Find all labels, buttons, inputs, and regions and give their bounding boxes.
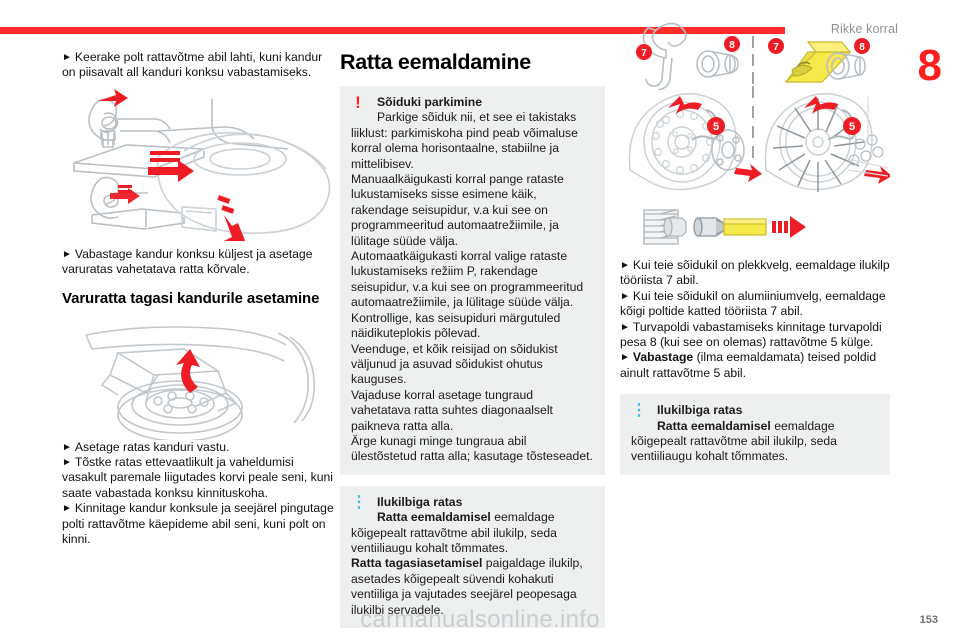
running-title: Rikke korral	[830, 22, 898, 36]
info-line-1-bold: Ratta eemaldamisel	[377, 510, 491, 525]
svg-text:5: 5	[713, 121, 719, 133]
badge-7-right	[768, 38, 784, 54]
bullet-arrow-icon: ►	[62, 457, 72, 469]
bullet-arrow-icon: ►	[62, 503, 72, 515]
middle-column: Ratta eemaldamine ! Sõiduki parkimine Pa…	[340, 50, 605, 628]
warning-title: Sõiduki parkimine	[377, 95, 482, 109]
info-title: Ilukilbiga ratas	[377, 494, 463, 509]
info-line-1-rest: eemaldage	[770, 418, 835, 433]
info-callout-right: ⋮ Ilukilbiga ratas Ratta eemaldamisel ee…	[620, 394, 890, 475]
badge-5-right	[843, 117, 861, 135]
bullet-arrow-icon: ►	[620, 352, 630, 364]
warning-paragraph-1: liiklust: parkimiskoha pind peab võimalu…	[351, 125, 578, 171]
bullet-arrow-icon: ►	[62, 52, 72, 63]
info-line-2-bold: Ratta tagasiasetamisel	[351, 556, 483, 571]
info-first-line: Ratta eemaldamisel eemaldage	[351, 510, 594, 525]
spacer	[620, 250, 890, 258]
info-first-line: Ratta eemaldamisel eemaldage	[631, 419, 879, 434]
warning-paragraph-4: Kontrollige, kas seisupiduri märgutuled …	[351, 310, 561, 341]
left-column: ►Keerake polt rattavõtme abil lahti, kun…	[62, 50, 334, 547]
warning-paragraph-5: Veenduge, et kõik reisijad on sõidukist …	[351, 341, 558, 387]
spacer	[62, 278, 334, 289]
right-bullet-3: ►Turvapoldi vabastamiseks kinnitage turv…	[620, 319, 882, 350]
info-icon: ⋮	[631, 402, 647, 420]
bullet-arrow-icon: ►	[62, 441, 72, 453]
steel-and-alloy-wheel-illustration: 5	[620, 86, 890, 204]
spacer	[340, 475, 605, 486]
info-line-1-bold: Ratta eemaldamisel	[657, 418, 771, 433]
warning-paragraph-3: Automaatkäigukasti korral valige rataste…	[351, 249, 584, 310]
info-line-2: Ratta tagasiasetamisel paigaldage ilukil…	[351, 556, 594, 571]
spacer	[620, 381, 890, 394]
info-line-1-rest: eemaldage	[490, 510, 555, 525]
right-bullet-1: ►Kui teie sõidukil on plekkvelg, eemalda…	[620, 258, 890, 288]
left-bullet-2: ►Vabastage kandur konksu küljest ja aset…	[62, 246, 313, 277]
bullet-arrow-icon: ►	[620, 290, 630, 302]
warning-paragraph-7: Ärge kunagi minge tungraua abil ülestõst…	[351, 433, 593, 464]
spare-wheel-under-vehicle-illustration	[62, 317, 334, 440]
info-line-2-rest: paigaldage ilukilp,	[482, 556, 583, 571]
left-bullet-5: ►Kinnitage kandur konksule ja seejärel p…	[62, 501, 334, 547]
badge-5-left	[707, 117, 725, 135]
svg-text:8: 8	[729, 40, 735, 51]
warning-paragraph-6: Vajaduse korral asetage tungraud vahetat…	[351, 387, 553, 433]
bullet-arrow-icon: ►	[620, 260, 630, 271]
info-title: Ilukilbiga ratas	[657, 403, 743, 418]
badge-8-right	[854, 38, 870, 54]
info-paragraph-2: asetades kõigepealt süvendi kohakuti ven…	[351, 571, 577, 617]
watermark: carmanualsonline.info	[360, 606, 600, 633]
svg-text:7: 7	[641, 48, 647, 59]
wheel-tools-illustration: 7 8	[620, 8, 890, 90]
page-number: 153	[919, 614, 938, 626]
svg-text:7: 7	[773, 42, 779, 53]
right-bullet-4: ►Vabastage (ilma eemaldamata) teised pol…	[620, 350, 877, 380]
warning-first-line: Parkige sõiduk nii, et see ei takistaks	[377, 110, 577, 125]
left-bullet-4: ►Tõstke ratas ettevaatlikult ja vaheldum…	[62, 455, 333, 500]
svg-text:8: 8	[859, 42, 865, 53]
section-title-spare-wheel: Varuratta tagasi kandurile asetamine	[62, 289, 320, 307]
info-icon: ⋮	[351, 493, 367, 511]
anti-theft-bolt-socket-illustration	[620, 204, 890, 250]
exclamation-icon: !	[355, 93, 361, 112]
bullet-arrow-icon: ►	[62, 248, 72, 260]
warning-callout: ! Sõiduki parkimine Parkige sõiduk nii, …	[340, 86, 605, 475]
header-red-rule	[0, 27, 785, 34]
bullet-arrow-icon: ►	[620, 321, 630, 333]
svg-text:5: 5	[849, 121, 855, 133]
chapter-number: 8	[917, 41, 942, 90]
badge-8-left	[724, 36, 740, 52]
badge-7-left	[636, 44, 652, 60]
carrier-hook-release-illustration	[62, 88, 334, 241]
right-column: 7 8	[620, 8, 890, 475]
warning-paragraph-2: Manuaalkäigukasti korral pange rataste l…	[351, 172, 564, 248]
info-paragraph-1: kõigepealt rattavõtme abil ilukilp, seda…	[351, 525, 557, 555]
page-title: Ratta eemaldamine	[340, 50, 531, 74]
left-bullet-1: ►Keerake polt rattavõtme abil lahti, kun…	[62, 50, 323, 80]
info-paragraph-1: kõigepealt rattavõtme abil ilukilp, seda…	[631, 434, 837, 464]
left-bullet-3: ►Asetage ratas kanduri vastu.	[62, 439, 230, 454]
right-bullet-2: ►Kui teie sõidukil on alumiiniumvelg, ee…	[620, 288, 886, 319]
right-bullet-4-bold: Vabastage	[632, 350, 694, 365]
info-callout-middle: ⋮ Ilukilbiga ratas Ratta eemaldamisel ee…	[340, 485, 605, 628]
